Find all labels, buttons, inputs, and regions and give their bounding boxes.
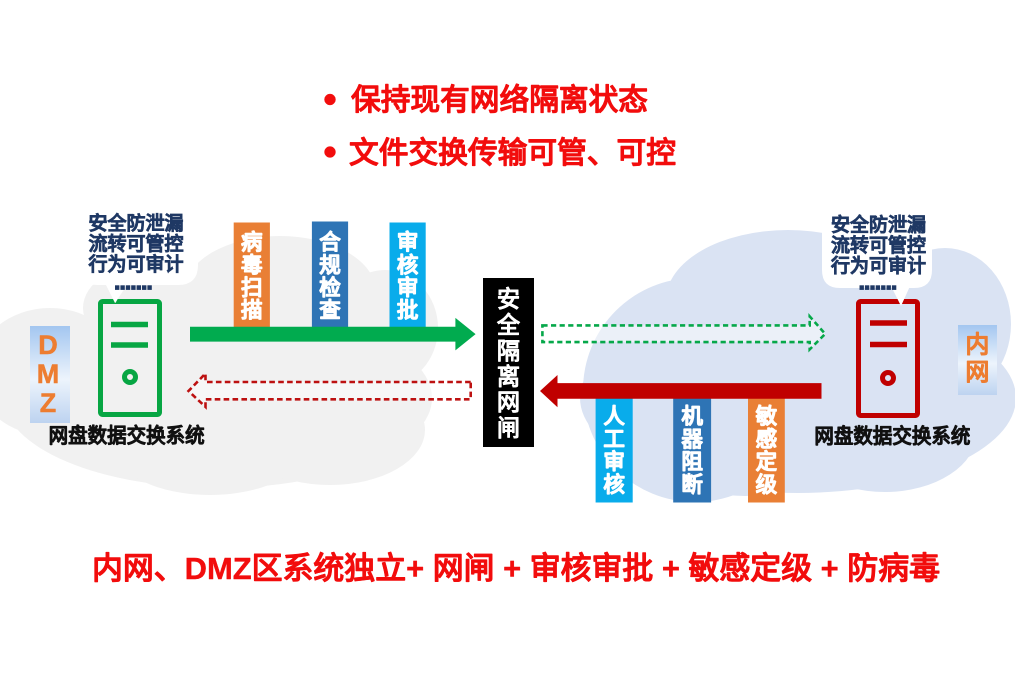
svg-text:人: 人 [603, 405, 625, 429]
svg-text:网盘数据交换系统: 网盘数据交换系统 [814, 424, 970, 448]
svg-text:级: 级 [756, 472, 778, 497]
svg-text:器: 器 [680, 427, 703, 451]
svg-text:安全防泄漏: 安全防泄漏 [88, 211, 183, 234]
svg-text:规: 规 [319, 253, 341, 277]
svg-text:Z: Z [40, 388, 57, 418]
svg-text:检: 检 [319, 275, 341, 300]
svg-text:查: 查 [319, 299, 341, 323]
svg-text:敏: 敏 [755, 404, 778, 429]
svg-text:M: M [37, 359, 60, 389]
svg-text:文件交换传输可管、可控: 文件交换传输可管、可控 [349, 136, 676, 170]
svg-text:安: 安 [497, 286, 520, 312]
svg-text:批: 批 [397, 299, 419, 323]
svg-text:行为可审计: 行为可审计 [87, 252, 183, 275]
svg-text:审: 审 [397, 230, 419, 255]
svg-text:内网、DMZ区系统独立+ 网闸 + 审核审批 + 敏感定级: 内网、DMZ区系统独立+ 网闸 + 审核审批 + 敏感定级 + 防病毒 [92, 551, 940, 586]
svg-text:离: 离 [497, 364, 520, 390]
svg-text:保持现有网络隔离状态: 保持现有网络隔离状态 [351, 83, 648, 117]
svg-text:行为可审计: 行为可审计 [830, 254, 926, 277]
svg-text:隔: 隔 [497, 338, 520, 364]
svg-text:合: 合 [319, 230, 341, 255]
svg-text:D: D [38, 330, 58, 360]
svg-text:流转可管控: 流转可管控 [831, 233, 926, 256]
svg-text:核: 核 [603, 472, 625, 497]
svg-text:审: 审 [603, 449, 625, 474]
svg-text:病: 病 [241, 230, 263, 255]
svg-text:工: 工 [603, 427, 625, 451]
svg-text:安全防泄漏: 安全防泄漏 [831, 213, 926, 236]
svg-text:流转可管控: 流转可管控 [88, 232, 183, 255]
svg-text:闸: 闸 [497, 415, 520, 441]
svg-text:网: 网 [497, 389, 520, 415]
svg-text:审: 审 [397, 275, 419, 300]
svg-text:定: 定 [756, 449, 778, 474]
svg-text:内: 内 [965, 332, 989, 359]
svg-text:全: 全 [496, 312, 521, 338]
svg-text:扫: 扫 [241, 276, 263, 300]
svg-text:感: 感 [756, 426, 778, 451]
svg-text:断: 断 [681, 472, 703, 497]
svg-text:核: 核 [397, 252, 419, 277]
svg-text:网: 网 [965, 359, 989, 386]
svg-text:网盘数据交换系统: 网盘数据交换系统 [49, 424, 205, 448]
svg-text:阻: 阻 [681, 450, 703, 474]
svg-text:机: 机 [681, 405, 703, 429]
svg-text:毒: 毒 [241, 252, 263, 277]
svg-text:描: 描 [241, 299, 263, 323]
